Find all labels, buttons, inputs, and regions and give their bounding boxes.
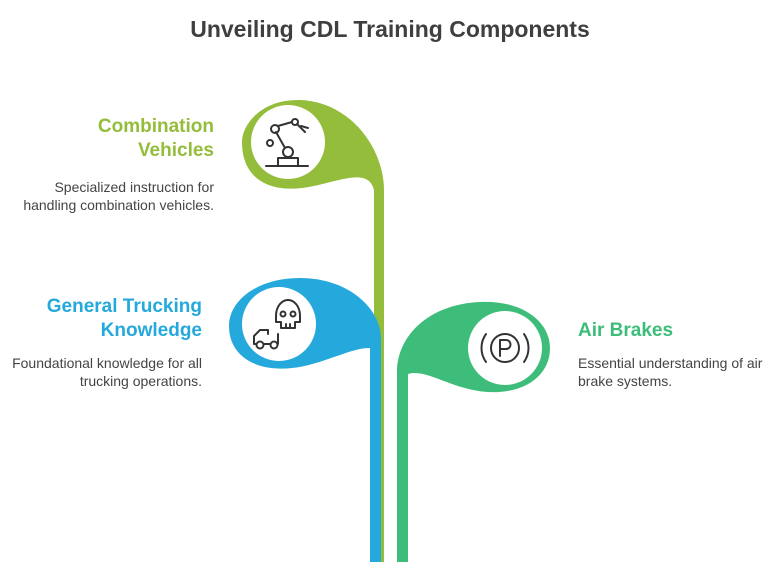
general-trucking-description: Foundational knowledge for all trucking … [12, 355, 202, 389]
combination-vehicles-leaf [242, 99, 384, 562]
air-brakes-description: Essential understanding of air brake sys… [578, 355, 763, 389]
combination-vehicles-label: Combination Vehicles [97, 116, 214, 161]
air-brakes-label: Air Brakes [578, 320, 674, 341]
general-trucking-leaf [229, 278, 381, 562]
combination-vehicles-description: Specialized instruction for handling com… [23, 179, 214, 213]
general-trucking-label: General Trucking Knowledge [46, 296, 202, 341]
parking-brake-icon [480, 333, 530, 363]
page-title: Unveiling CDL Training Components [190, 16, 590, 42]
truck-skull-icon [253, 299, 301, 350]
robotic-arm-icon [265, 118, 309, 167]
